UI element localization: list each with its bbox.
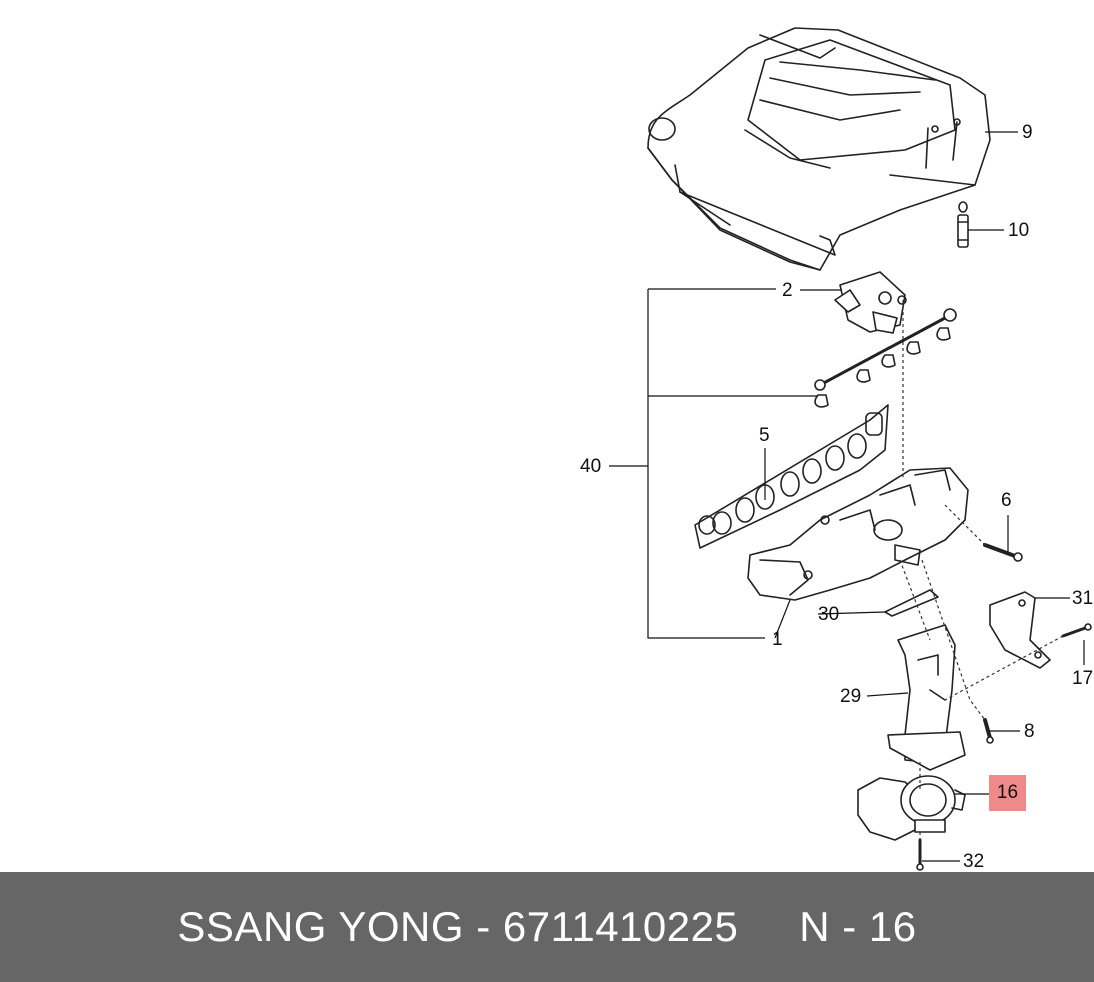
bolt-part-6	[983, 543, 1023, 562]
parts-diagram	[609, 27, 1092, 871]
callout-9[interactable]: 9	[1022, 122, 1033, 143]
bolt-part-8	[983, 718, 994, 744]
glow-plug-harness-part	[814, 308, 957, 408]
callout-1[interactable]: 1	[772, 629, 783, 650]
callout-29[interactable]: 29	[840, 686, 862, 707]
callout-16-highlighted[interactable]: 16	[989, 775, 1026, 811]
callout-2[interactable]: 2	[782, 280, 793, 301]
callout-5[interactable]: 5	[759, 425, 770, 446]
footer-banner: SSANG YONG - 6711410225 N - 16	[0, 872, 1094, 982]
assembly-lines	[899, 300, 1064, 840]
callout-6[interactable]: 6	[1001, 490, 1012, 511]
cover-grommet-part	[957, 201, 969, 248]
callout-17[interactable]: 17	[1072, 668, 1094, 689]
brand-name: SSANG YONG	[177, 903, 465, 950]
callout-10[interactable]: 10	[1008, 220, 1030, 241]
bolt-part-32	[916, 838, 924, 871]
diagram-position: N - 16	[799, 903, 917, 950]
gasket-part-30	[884, 589, 939, 617]
footer-text: SSANG YONG - 6711410225 N - 16	[177, 903, 917, 950]
part-number: 6711410225	[502, 903, 739, 950]
valve-part	[834, 271, 907, 334]
intake-pipe-part	[887, 624, 966, 771]
leader-lines	[609, 131, 1085, 862]
callout-32[interactable]: 32	[963, 851, 985, 872]
intake-manifold-part	[747, 467, 969, 601]
callout-8[interactable]: 8	[1024, 721, 1035, 742]
callout-31[interactable]: 31	[1072, 588, 1094, 609]
bracket-part-31	[989, 591, 1051, 669]
engine-cover-part	[647, 27, 991, 271]
intake-gasket-part	[694, 404, 889, 549]
callout-30[interactable]: 30	[818, 604, 840, 625]
bolt-part-17	[1061, 623, 1092, 638]
throttle-body-part	[857, 775, 966, 841]
callout-40[interactable]: 40	[580, 456, 602, 477]
